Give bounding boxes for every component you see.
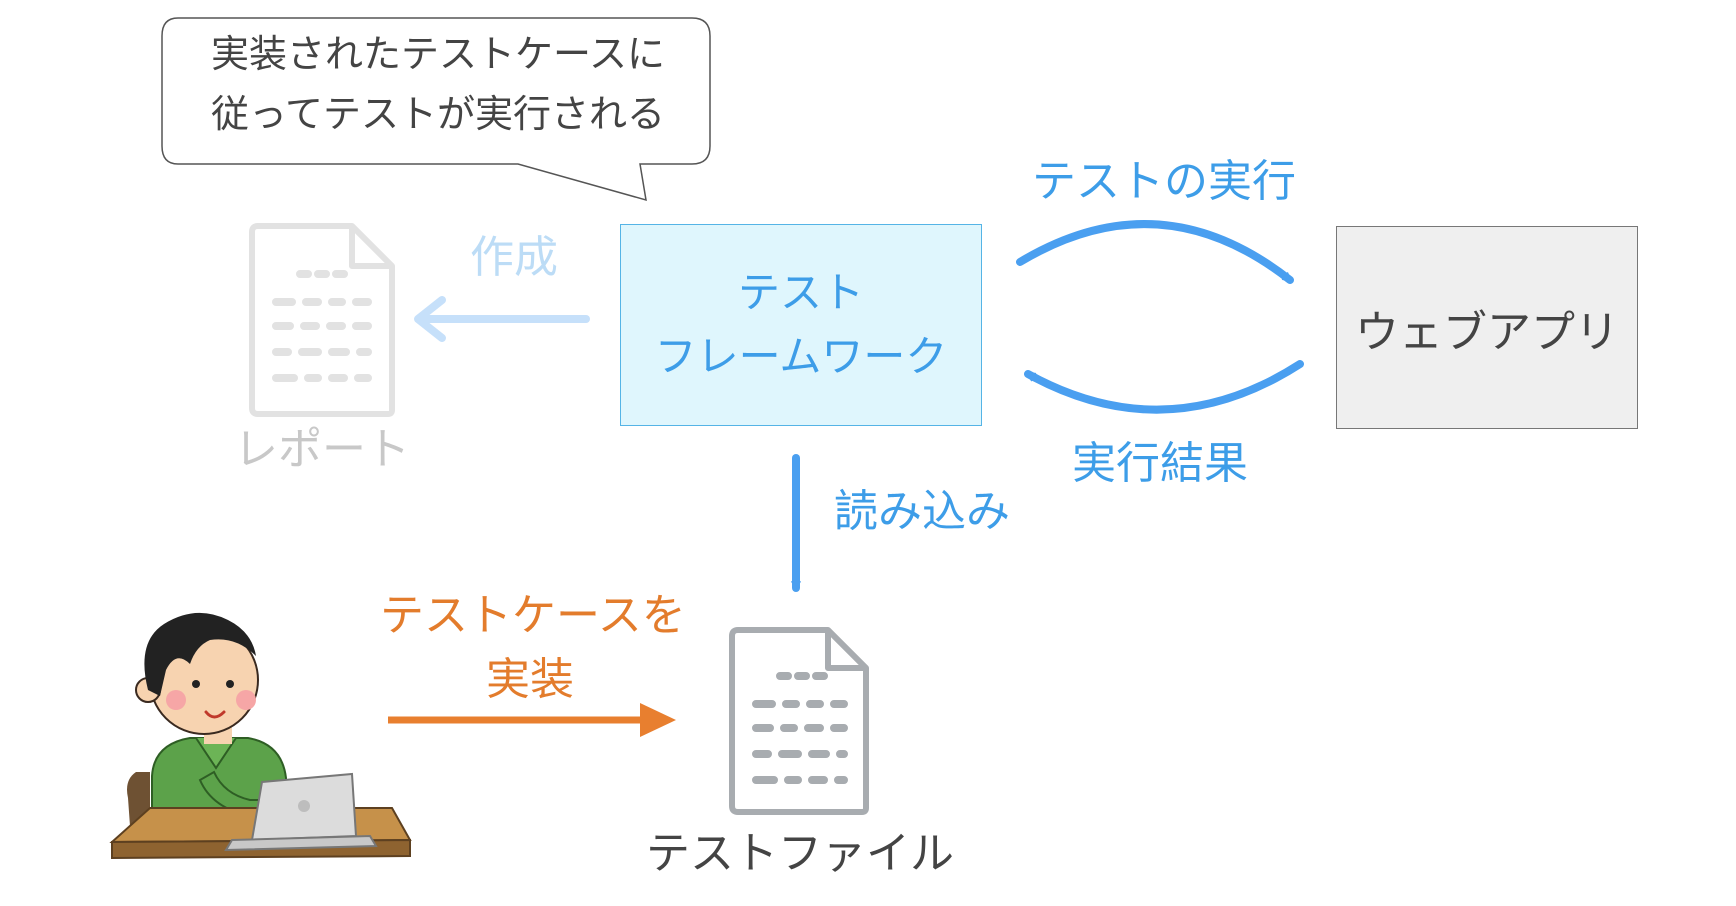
framework-label-line-2: フレームワーク	[654, 332, 948, 381]
web-app-label: ウェブアプリ	[1355, 306, 1619, 358]
create-label: 作成	[470, 232, 558, 283]
framework-label-line-1: テスト	[737, 268, 864, 317]
speech-bubble	[161, 17, 711, 202]
speech-bubble-text: 実装されたテストケースに 従ってテストが実行される	[168, 24, 708, 144]
read-label: 読み込み	[834, 486, 1010, 537]
test-file-label: テストファイル	[646, 828, 954, 879]
execution-result-label: 実行結果	[1072, 438, 1248, 489]
implement-label-line-1: テストケースを	[380, 590, 686, 641]
execute-test-label: テストの実行	[1032, 156, 1296, 207]
implement-arrow	[388, 703, 676, 737]
implement-label-line-2: 実装	[486, 654, 574, 705]
bubble-line-1: 実装されたテストケースに	[210, 32, 666, 76]
report-document-icon	[249, 223, 395, 417]
web-app-node: ウェブアプリ	[1336, 226, 1638, 429]
test-file-document-icon	[729, 627, 869, 815]
report-label: レポート	[234, 424, 410, 475]
execute-test-arrow	[1016, 220, 1294, 284]
test-framework-node: テスト フレームワーク	[620, 224, 982, 426]
bubble-line-2: 従ってテストが実行される	[210, 92, 666, 136]
developer-illustration	[109, 612, 412, 860]
execution-result-arrow	[1024, 360, 1304, 414]
implement-label: テストケースを 実装	[380, 584, 686, 712]
create-arrow	[414, 296, 590, 342]
